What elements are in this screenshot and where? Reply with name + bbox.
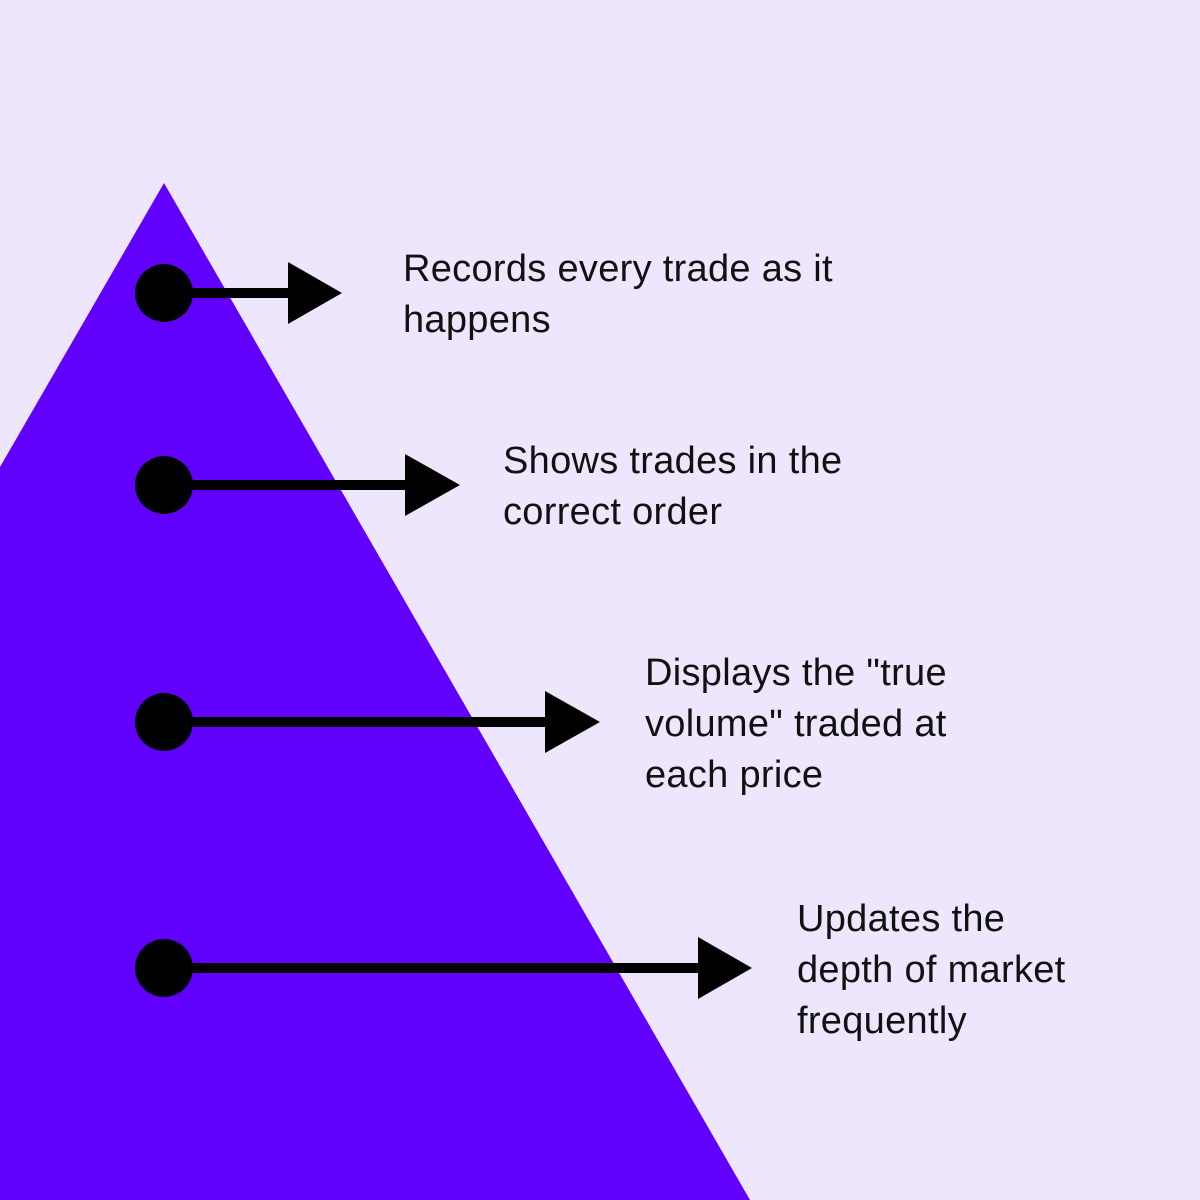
label-line: each price — [645, 754, 824, 796]
label-line: Updates the — [797, 898, 1006, 940]
label-trade-order: Shows trades in the correct order — [503, 436, 842, 538]
pyramid-triangle — [0, 183, 750, 1200]
label-depth-of-market: Updates the depth of market frequently — [797, 894, 1066, 1047]
label-line: Records every trade as it — [403, 248, 833, 290]
label-line: depth of market — [797, 949, 1066, 991]
label-line: correct order — [503, 491, 723, 533]
arrow-1 — [135, 262, 342, 324]
label-line: frequently — [797, 1000, 967, 1042]
label-records-trades: Records every trade as it happens — [403, 244, 833, 346]
arrow-3 — [135, 691, 600, 753]
label-line: happens — [403, 299, 551, 341]
label-line: volume" traded at — [645, 703, 947, 745]
label-line: Shows trades in the — [503, 440, 843, 482]
arrow-2 — [135, 454, 460, 516]
label-true-volume: Displays the "true volume" traded at eac… — [645, 648, 947, 801]
arrow-4 — [135, 937, 752, 999]
label-line: Displays the "true — [645, 652, 947, 694]
